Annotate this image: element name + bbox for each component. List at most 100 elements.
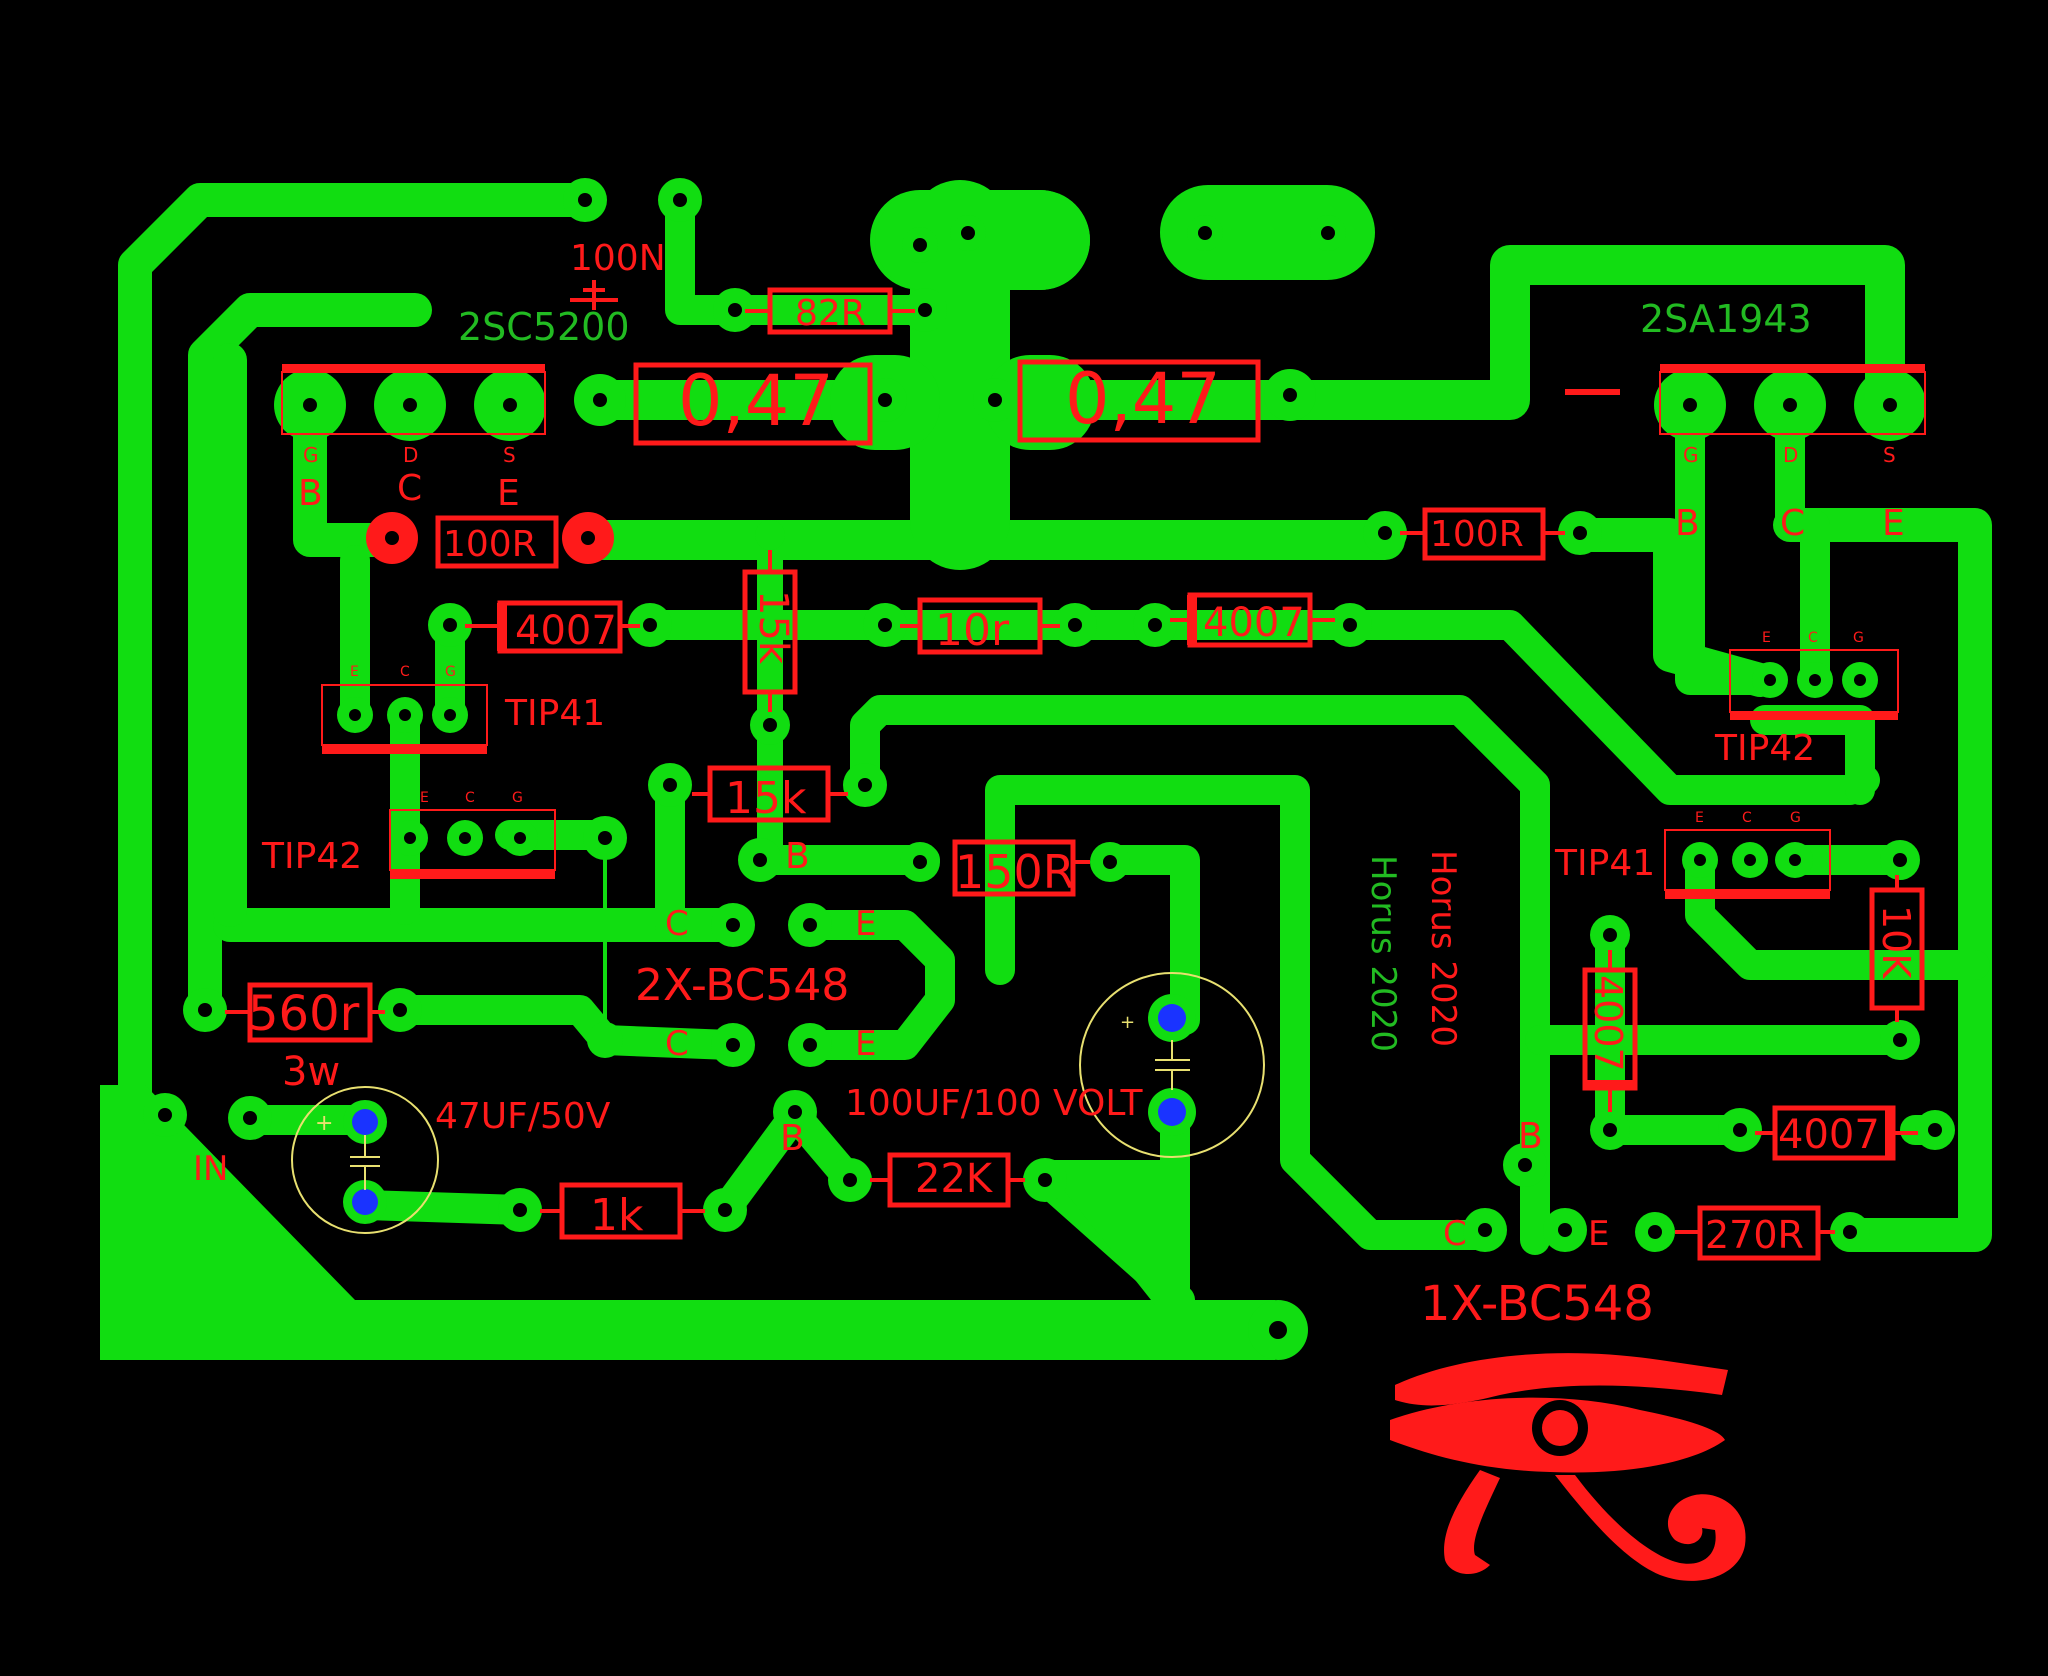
svg-text:G: G	[1790, 810, 1801, 826]
trace-bc548-e	[790, 910, 955, 1060]
pad	[587, 1022, 623, 1058]
trace-left-inner	[188, 293, 432, 1027]
label-47uf: 47UF/50V	[435, 1096, 611, 1137]
label-15k: 15k	[725, 773, 807, 824]
label-tip42-left: TIP42	[261, 836, 362, 877]
ground-plane	[100, 1085, 1305, 1360]
label-in: IN	[193, 1149, 228, 1189]
trace-q1-base	[293, 393, 407, 557]
label-100r-left: 100R	[443, 524, 537, 565]
svg-text:E: E	[1762, 630, 1771, 646]
ground-wedge	[1040, 1160, 1190, 1305]
label-diode-mid: 4007	[1203, 600, 1305, 646]
pin-label-s: S	[1883, 443, 1896, 467]
trace-right-tip41	[1685, 845, 1990, 980]
label-pin-b-3: B	[1518, 1116, 1543, 1157]
label-2x-bc548: 2X-BC548	[635, 960, 849, 1011]
trace-right-b	[1675, 385, 1780, 695]
copper-layer	[118, 180, 1992, 1320]
svg-text:+: +	[1120, 1012, 1135, 1033]
pin-label-e: E	[497, 473, 520, 514]
silkscreen-outlines	[225, 280, 1926, 1261]
pin-label-g: G	[1683, 443, 1699, 467]
resistor-150r-body	[952, 839, 1076, 897]
label-1x-bc548: 1X-BC548	[1420, 1276, 1654, 1332]
trace-150r	[1095, 845, 1200, 1035]
resistor-047-right-body	[1017, 359, 1261, 443]
label-10k: 10K	[1874, 905, 1918, 979]
label-tip41-left: TIP41	[504, 693, 605, 734]
trace-outer-left	[118, 183, 602, 1127]
label-150r: 150R	[955, 845, 1075, 899]
trace-right-e	[1773, 508, 1992, 1252]
labels: 2SC5200 2SA1943 G D S G D S B C E B C E …	[193, 238, 1918, 1332]
label-diode-left: 4007	[515, 608, 617, 654]
label-tip41-right: TIP41	[1554, 843, 1655, 884]
drill-holes	[158, 193, 1942, 1339]
label-560r: 560r	[248, 986, 360, 1042]
label-diode-right: 4007	[1778, 1112, 1880, 1158]
label-pin-b-2: B	[780, 1118, 805, 1159]
pin-label-c: C	[1780, 503, 1805, 544]
label-3w: 3w	[282, 1049, 340, 1095]
svg-text:C: C	[1808, 630, 1818, 646]
label-diode-right-vertical: 4007	[1586, 975, 1630, 1072]
svg-text:+: +	[315, 1111, 333, 1136]
label-10r: 10r	[935, 605, 1010, 656]
label-82r: 82R	[795, 293, 866, 334]
label-2sa1943: 2SA1943	[1640, 297, 1812, 341]
pin-label-d: D	[403, 443, 418, 467]
power-pad-right	[1160, 185, 1375, 280]
svg-text:G: G	[512, 790, 523, 806]
eye-of-horus-icon	[1390, 1353, 1746, 1581]
label-e-2: E	[855, 1024, 876, 1064]
pin-label-c: C	[397, 468, 422, 509]
label-100uf: 100UF/100 VOLT	[845, 1083, 1143, 1124]
svg-text:E: E	[350, 664, 359, 680]
label-100r-right: 100R	[1430, 514, 1524, 555]
pin-label-d: D	[1783, 443, 1798, 467]
trace-right-top	[1270, 245, 1905, 420]
trace-82r	[665, 185, 935, 325]
label-1k: 1k	[590, 1190, 644, 1241]
label-100n: 100N	[570, 238, 666, 279]
label-047-left: 0,47	[678, 360, 834, 442]
label-tip42-right: TIP42	[1714, 728, 1815, 769]
svg-text:G: G	[1853, 630, 1864, 646]
label-c-1: C	[665, 904, 689, 944]
center-pad-right	[985, 355, 1095, 450]
resistor-047-left-body	[633, 362, 873, 446]
pin-label-e: E	[1882, 503, 1905, 544]
pad	[755, 520, 785, 550]
label-2sc5200: 2SC5200	[458, 305, 630, 349]
svg-text:C: C	[400, 664, 410, 680]
svg-text:G: G	[445, 664, 456, 680]
trace-mid-loop	[850, 695, 1550, 1255]
label-047-right: 0,47	[1065, 358, 1221, 440]
label-270r: 270R	[1705, 1213, 1804, 1257]
trace-150r-up	[985, 775, 1495, 1250]
label-e-1: E	[855, 904, 876, 944]
pin-label-s: S	[503, 443, 516, 467]
to220-pin-marks: E C G E C G E C G E C G	[350, 630, 1864, 826]
svg-text:C: C	[1742, 810, 1752, 826]
via-pad-red	[385, 531, 399, 545]
svg-text:E: E	[420, 790, 429, 806]
svg-text:E: E	[1695, 810, 1704, 826]
label-c-3: C	[1443, 1214, 1467, 1254]
signature-red: Horus 2020	[1423, 850, 1463, 1047]
capacitor-47uf: +	[291, 1086, 439, 1234]
pin-label-b: B	[298, 473, 323, 514]
svg-text:C: C	[465, 790, 475, 806]
label-c-2: C	[665, 1024, 689, 1064]
label-22k: 22K	[915, 1156, 994, 1202]
capacitor-100uf: +	[1079, 972, 1265, 1158]
trace-cap-bottom	[350, 1190, 535, 1225]
signature-green: Horus 2020	[1363, 855, 1403, 1052]
label-e-3: E	[1588, 1214, 1609, 1254]
pin-label-g: G	[303, 443, 319, 467]
pin-label-b: B	[1675, 503, 1700, 544]
trace-right-c	[1775, 385, 1830, 695]
label-pin-b-1: B	[785, 836, 810, 877]
